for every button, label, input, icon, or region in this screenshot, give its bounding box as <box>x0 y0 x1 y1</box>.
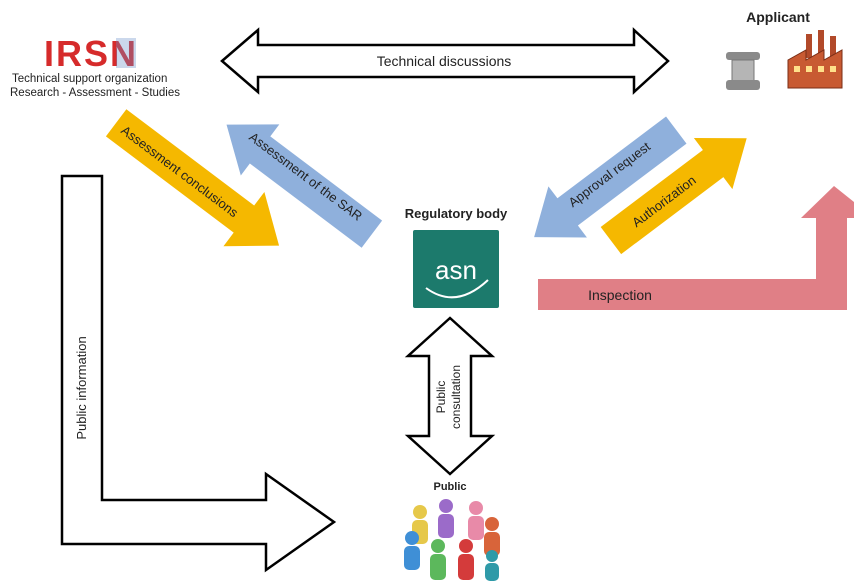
asn-logo-text: asn <box>435 255 477 285</box>
inspection-label: Inspection <box>588 287 652 303</box>
irsn-logo-accent <box>116 38 136 68</box>
people-circle-icon <box>404 499 500 581</box>
inspection-arrow <box>538 186 854 310</box>
applicant-title: Applicant <box>746 9 810 25</box>
public-title: Public <box>433 481 466 493</box>
public-consultation-label-2: consultation <box>449 365 463 429</box>
approval-request-arrow <box>534 116 687 238</box>
factory-icon <box>787 30 843 89</box>
regulatory-body-title: Regulatory body <box>405 206 508 221</box>
public-information-label: Public information <box>74 336 89 439</box>
technical-discussions-label: Technical discussions <box>377 53 512 69</box>
assessment-conclusions-arrow: Assessment conclusions <box>105 109 280 247</box>
irsn-line1: Technical support organization <box>12 73 167 85</box>
public-consultation-arrow <box>404 316 496 476</box>
container-icon <box>726 52 760 90</box>
public-information-arrow <box>60 174 337 573</box>
technical-discussions-arrow <box>220 27 670 95</box>
irsn-logo-text: IRSN <box>44 33 138 74</box>
asn-logo: asn <box>413 230 499 308</box>
public-consultation-label-1: Public <box>434 381 448 414</box>
assessment-sar-arrow <box>226 124 383 248</box>
irsn-line2: Research - Assessment - Studies <box>10 87 180 99</box>
assessment-conclusions-label: Assessment conclusions <box>118 123 241 221</box>
irsn-logo: IRSN <box>44 33 138 74</box>
